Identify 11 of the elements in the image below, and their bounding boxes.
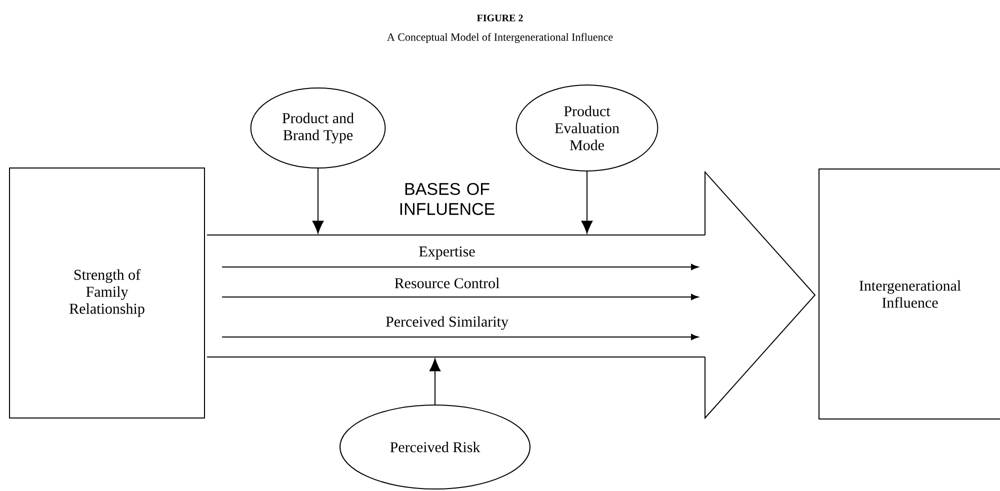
heading-label: BASES OF INFLUENCE (400, 182, 494, 216)
base-label: Resource Control (393, 276, 501, 290)
arrow (429, 358, 441, 405)
concept-box: Intergenerational Influence (818, 168, 1000, 420)
base-label: Perceived Similarity (384, 315, 510, 331)
base-label: Expertise (418, 245, 476, 261)
figure-title: FIGURE 2 (476, 14, 523, 22)
arrow (581, 171, 593, 234)
arrow (312, 168, 324, 234)
figure-caption: A Conceptual Model of Intergenerational Influence (387, 32, 613, 44)
concept-box: Strength of Family Relationship (9, 168, 205, 418)
